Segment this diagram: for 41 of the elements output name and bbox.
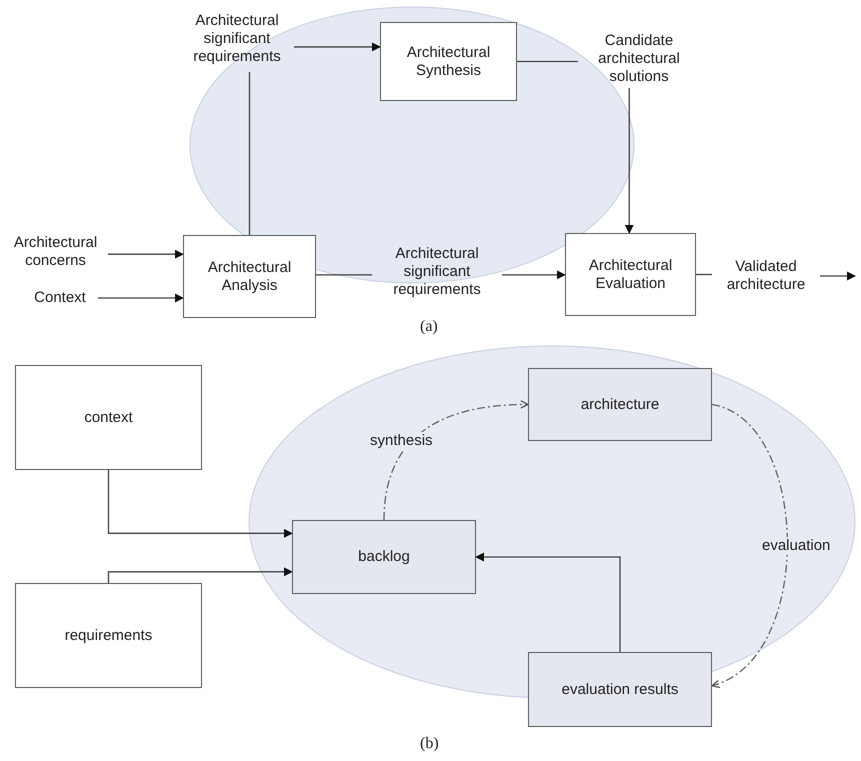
process-box	[528, 652, 712, 727]
process-box	[183, 235, 316, 318]
arrow	[108, 470, 293, 538]
box-label: evaluation results	[560, 680, 680, 698]
arrow	[98, 294, 184, 302]
arrow	[502, 270, 566, 280]
arrow	[108, 567, 293, 583]
process-box	[380, 22, 517, 101]
process-box	[565, 233, 696, 316]
arrow	[383, 400, 529, 520]
text-label: Context	[22, 287, 98, 309]
panel-label: (a)	[420, 318, 438, 336]
arrow	[711, 404, 788, 687]
box-label: Architectural Synthesis	[406, 44, 492, 80]
box-label: architecture	[580, 396, 660, 414]
arrow	[475, 552, 621, 652]
box-label: Architectural Evaluation	[588, 256, 674, 292]
arrow	[108, 250, 184, 259]
box-label: context	[83, 408, 134, 426]
process-box	[528, 368, 712, 441]
connector-line	[316, 274, 372, 276]
process-box	[15, 365, 202, 470]
connector-line	[248, 72, 250, 235]
text-label: Architectural significant requirements	[372, 238, 502, 305]
process-box	[15, 583, 202, 688]
edge-label: synthesis	[368, 432, 435, 450]
connector-line	[517, 60, 578, 62]
arrow	[294, 42, 381, 52]
text-label: Candidate architectural solutions	[578, 30, 700, 88]
process-box	[292, 520, 476, 594]
panel-label: (b)	[420, 735, 439, 753]
arrow	[624, 88, 634, 234]
box-label: requirements	[64, 626, 154, 644]
text-label: Architectural concerns	[3, 230, 108, 274]
text-label: Validated architecture	[712, 255, 820, 297]
box-label: Architectural Analysis	[206, 258, 292, 294]
arrow	[820, 272, 856, 280]
edge-label: evaluation	[760, 537, 832, 555]
text-label: Architectural significant requirements	[180, 6, 294, 72]
box-label: backlog	[357, 548, 411, 566]
connector-line	[696, 274, 712, 276]
